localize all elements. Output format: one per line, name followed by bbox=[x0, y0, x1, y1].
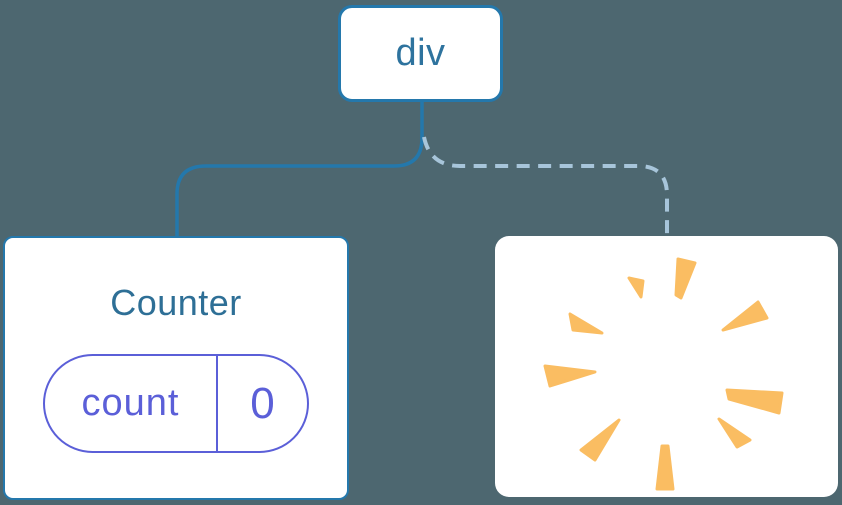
pill-divider bbox=[216, 356, 218, 451]
poof-ray bbox=[721, 300, 769, 332]
poof-ray bbox=[627, 276, 645, 299]
poof-ray bbox=[543, 364, 597, 388]
poof-ray bbox=[725, 388, 784, 415]
state-value: 0 bbox=[250, 378, 275, 428]
div-node-label: div bbox=[395, 32, 446, 74]
poof-icon bbox=[543, 257, 784, 491]
poof-ray bbox=[655, 444, 675, 491]
state-pill: count 0 bbox=[43, 354, 309, 453]
connector-solid-line bbox=[175, 102, 424, 237]
poof-ray bbox=[674, 257, 697, 300]
tree-node-div: div bbox=[338, 5, 503, 102]
counter-title: Counter bbox=[110, 282, 242, 323]
tree-node-removed bbox=[495, 236, 838, 497]
poof-ray bbox=[568, 312, 604, 335]
state-key: count bbox=[81, 382, 180, 424]
poof-ray bbox=[579, 418, 621, 462]
tree-node-counter: Counter count 0 bbox=[3, 236, 349, 500]
poof-ray bbox=[717, 417, 752, 449]
connector-dashed-line bbox=[422, 136, 669, 238]
